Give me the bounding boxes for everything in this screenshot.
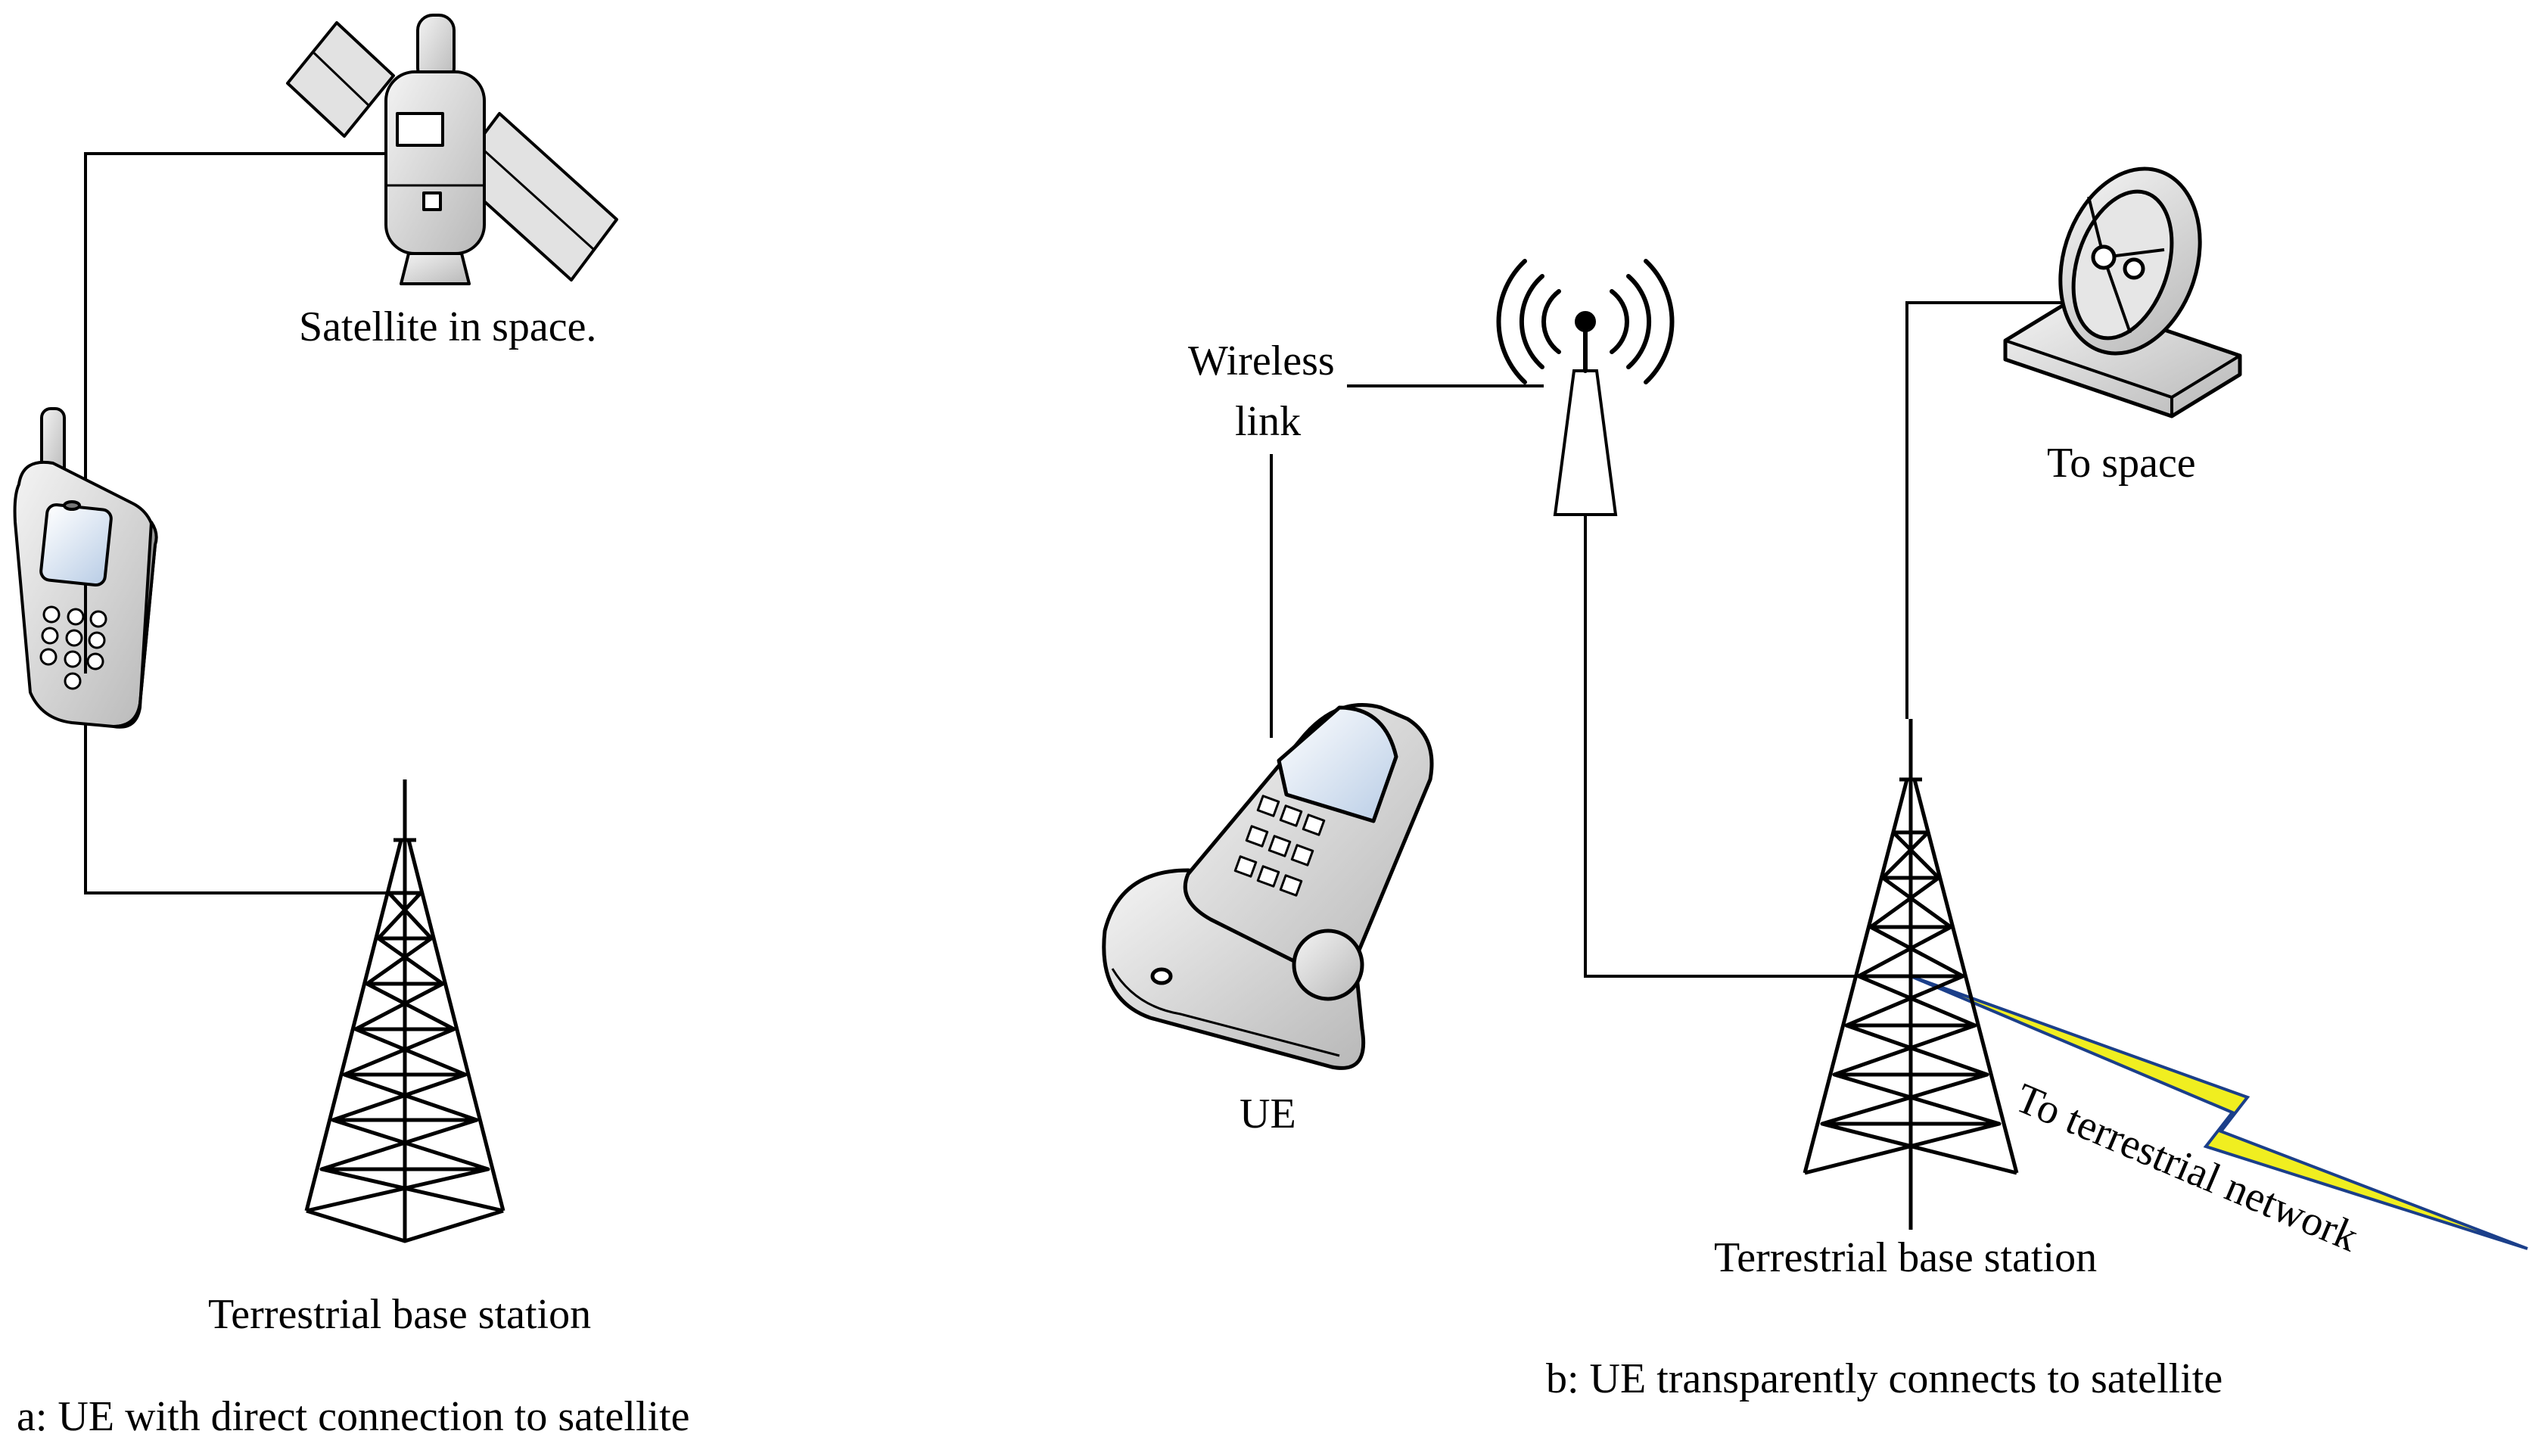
- radio-antenna-icon: [1496, 259, 1675, 516]
- lightning-bolt-icon: [1910, 975, 2528, 1250]
- ue-label: UE: [1240, 1090, 1296, 1137]
- satellite-icon: [286, 14, 618, 285]
- link-line-phone-tower: [84, 674, 405, 894]
- satellite-dish-icon: [2003, 166, 2242, 418]
- tower-b-icon: [1803, 719, 2019, 1230]
- link-line-tower-dish: [1905, 301, 2081, 719]
- tower-a-icon: [304, 779, 505, 1243]
- mobile-phone-icon: [13, 407, 158, 729]
- link-line-phone-satellite: [84, 152, 409, 590]
- flip-phone-icon: [1102, 703, 1434, 1070]
- satellite-label: Satellite in space.: [299, 303, 596, 350]
- panel-a: Satellite in space.: [13, 14, 690, 1440]
- tower-a-label: Terrestrial base station: [208, 1291, 591, 1338]
- panel-b: Wireless link: [1102, 166, 2528, 1402]
- caption-a: a: UE with direct connection to satellit…: [17, 1393, 690, 1440]
- caption-b: b: UE transparently connects to satellit…: [1546, 1355, 2222, 1402]
- wireless-label-line1: Wireless: [1188, 338, 1335, 384]
- link-line-antenna-tower: [1584, 515, 1911, 978]
- tower-b-label: Terrestrial base station: [1714, 1234, 2097, 1281]
- wireless-label-line2: link: [1235, 398, 1301, 445]
- dish-label: To space: [2047, 440, 2196, 487]
